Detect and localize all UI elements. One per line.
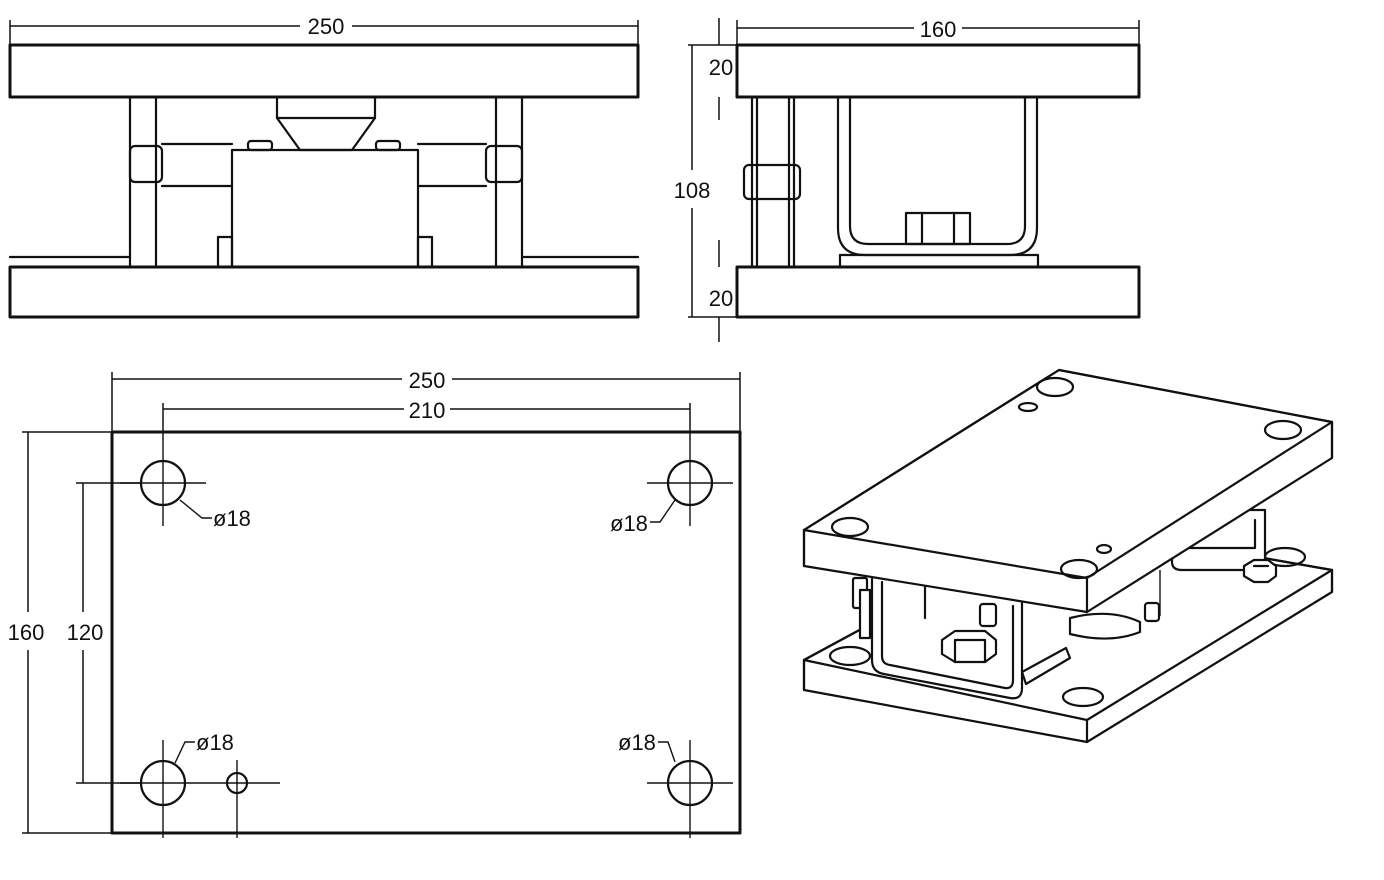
front-right-bushing <box>484 144 524 184</box>
plan-width-label: 250 <box>409 368 446 393</box>
side-post <box>750 95 796 269</box>
side-height-label: 108 <box>674 178 711 203</box>
side-bottom-plate <box>735 265 1141 319</box>
front-left-bushing <box>128 144 164 184</box>
side-top-plate <box>735 43 1141 99</box>
side-view: 160 20 108 20 <box>674 17 1141 342</box>
plan-height-label: 160 <box>8 620 45 645</box>
side-bottom-thickness-label: 20 <box>709 286 733 311</box>
plan-hole-spacing-x-label: 210 <box>409 398 446 423</box>
side-nut <box>904 211 972 246</box>
side-top-thickness-label: 20 <box>709 55 733 80</box>
front-top-plate <box>8 43 640 99</box>
side-u-frame <box>836 95 1039 257</box>
front-load-cell <box>230 148 420 269</box>
isometric-view <box>802 368 1334 744</box>
side-width-label: 160 <box>920 17 957 42</box>
plan-hole-spacing-y-label: 120 <box>67 620 104 645</box>
hole-label-bottom-right: ø18 <box>618 730 656 755</box>
hole-label-bottom-left: ø18 <box>196 730 234 755</box>
side-bushing <box>742 163 802 201</box>
front-width-label: 250 <box>308 14 345 39</box>
front-view: 250 <box>8 14 640 319</box>
front-load-head <box>275 95 377 152</box>
hole-label-top-left: ø18 <box>213 506 251 531</box>
top-view: ø18 ø18 ø18 ø18 250 210 160 120 <box>8 368 742 838</box>
plan-plate-outline <box>110 430 742 835</box>
front-bottom-plate <box>8 265 640 319</box>
hole-label-top-right: ø18 <box>610 511 648 536</box>
